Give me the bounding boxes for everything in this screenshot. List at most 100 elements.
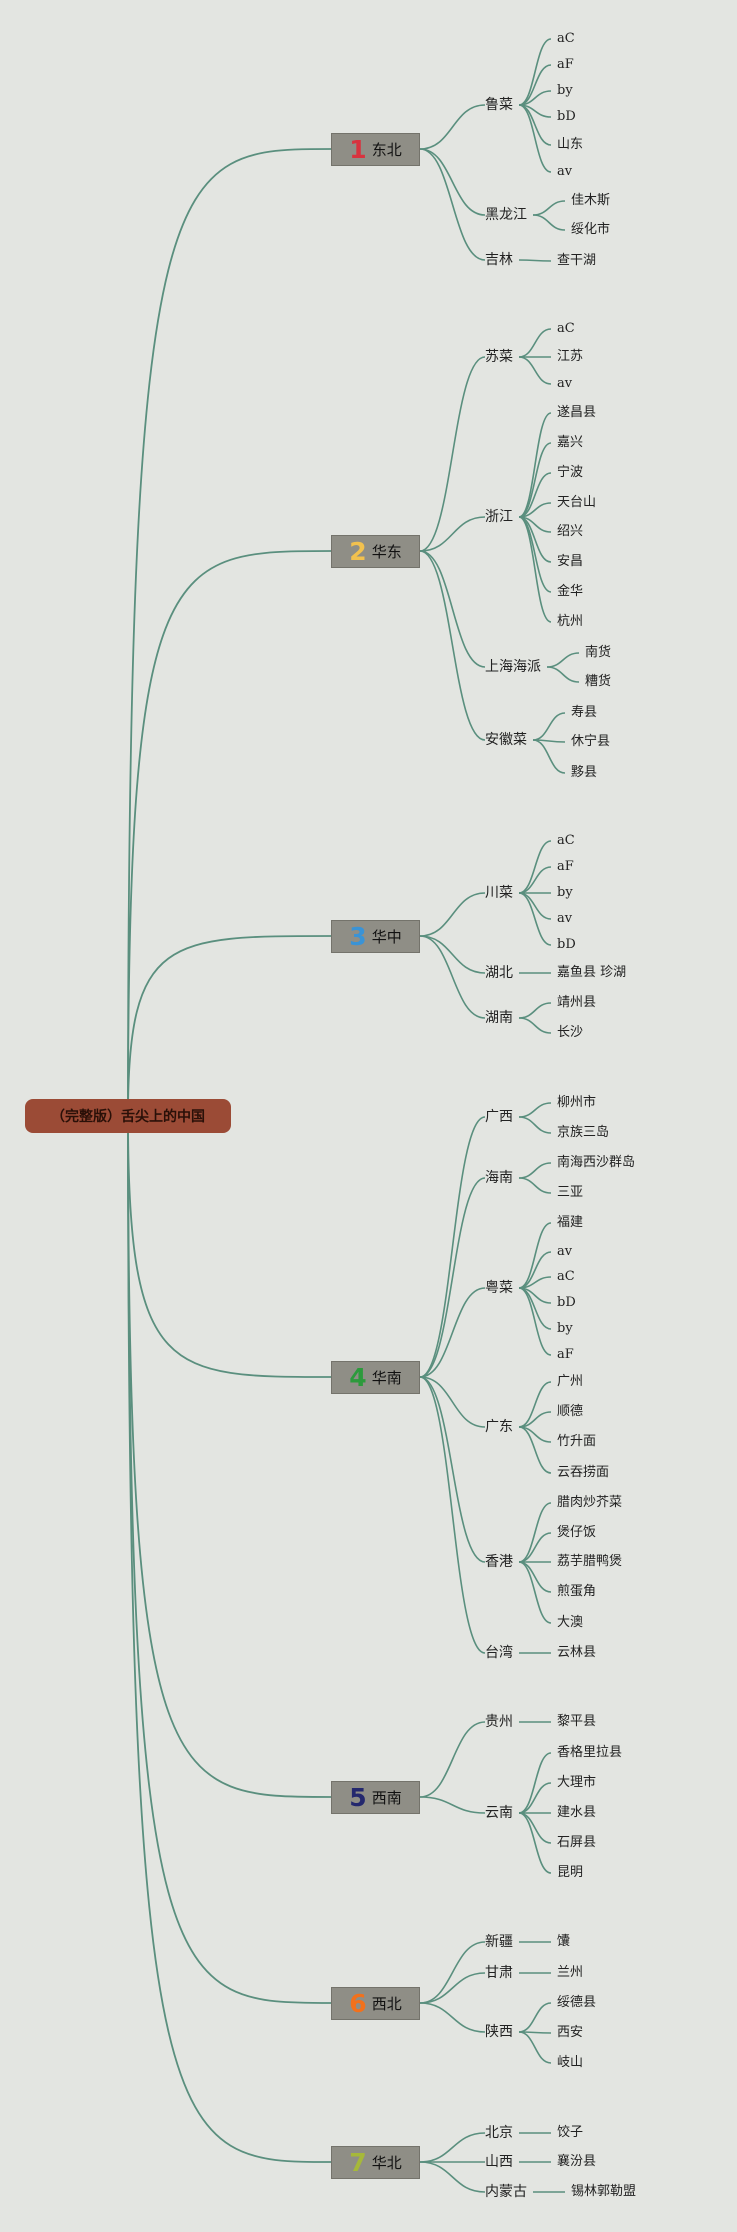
dish-item[interactable]: aF bbox=[557, 859, 574, 874]
dish-item[interactable]: 黎平县 bbox=[557, 1714, 597, 1729]
dish-item[interactable]: 三亚 bbox=[557, 1185, 584, 1200]
dish-item[interactable]: 寿县 bbox=[571, 705, 598, 720]
dish-item[interactable]: 安昌 bbox=[557, 554, 584, 569]
dish-item[interactable]: 黟县 bbox=[571, 765, 598, 780]
province-node[interactable]: 海南 bbox=[485, 1170, 513, 1186]
dish-item[interactable]: 杭州 bbox=[557, 614, 584, 629]
dish-item[interactable]: 煲仔饭 bbox=[557, 1525, 597, 1540]
dish-item[interactable]: 煎蛋角 bbox=[557, 1584, 597, 1599]
dish-item[interactable]: 佳木斯 bbox=[571, 193, 611, 208]
province-node[interactable]: 黑龙江 bbox=[485, 207, 527, 223]
province-node[interactable]: 甘肃 bbox=[485, 1965, 513, 1981]
province-node[interactable]: 上海海派 bbox=[485, 659, 541, 675]
dish-item[interactable]: 石屏县 bbox=[557, 1835, 597, 1850]
province-node[interactable]: 新疆 bbox=[485, 1934, 513, 1950]
province-node[interactable]: 广东 bbox=[485, 1419, 513, 1435]
dish-item[interactable]: by bbox=[557, 1321, 573, 1336]
province-node[interactable]: 粤菜 bbox=[485, 1280, 513, 1296]
dish-item[interactable]: 宁波 bbox=[557, 465, 584, 480]
dish-item[interactable]: aC bbox=[557, 1269, 575, 1284]
dish-item[interactable]: aC bbox=[557, 31, 575, 46]
province-node[interactable]: 湖北 bbox=[485, 965, 513, 981]
dish-item[interactable]: 竹升面 bbox=[557, 1434, 597, 1449]
dish-item[interactable]: 荔芋腊鸭煲 bbox=[557, 1554, 623, 1569]
dish-item[interactable]: aC bbox=[557, 321, 575, 336]
dish-item[interactable]: 大理市 bbox=[557, 1775, 597, 1790]
dish-item[interactable]: by bbox=[557, 83, 573, 98]
dish-item[interactable]: 南海西沙群岛 bbox=[557, 1155, 636, 1170]
dish-item[interactable]: 云吞捞面 bbox=[557, 1465, 610, 1480]
province-node[interactable]: 云南 bbox=[485, 1805, 513, 1821]
dish-item[interactable]: 岐山 bbox=[557, 2055, 584, 2070]
dish-item[interactable]: bD bbox=[557, 937, 576, 952]
dish-item[interactable]: 福建 bbox=[557, 1215, 584, 1230]
province-node[interactable]: 北京 bbox=[485, 2125, 513, 2141]
province-node[interactable]: 台湾 bbox=[485, 1645, 513, 1661]
province-node[interactable]: 香港 bbox=[485, 1554, 513, 1570]
province-node[interactable]: 陕西 bbox=[485, 2024, 513, 2040]
dish-item[interactable]: 柳州市 bbox=[557, 1095, 597, 1110]
dish-item[interactable]: 遂昌县 bbox=[557, 405, 597, 420]
dish-item[interactable]: 建水县 bbox=[557, 1805, 597, 1820]
dish-item[interactable]: 天台山 bbox=[557, 495, 597, 510]
dish-item[interactable]: aC bbox=[557, 833, 575, 848]
dish-item[interactable]: 襄汾县 bbox=[557, 2154, 597, 2169]
dish-item[interactable]: 绍兴 bbox=[557, 524, 584, 539]
dish-item[interactable]: 香格里拉县 bbox=[557, 1745, 623, 1760]
dish-item[interactable]: av bbox=[557, 1244, 573, 1259]
dish-item[interactable]: 金华 bbox=[557, 584, 584, 599]
dish-item[interactable]: aF bbox=[557, 1347, 574, 1362]
dish-item[interactable]: 绥化市 bbox=[571, 222, 611, 237]
dish-item[interactable]: 长沙 bbox=[557, 1025, 584, 1040]
dish-item[interactable]: 糟货 bbox=[585, 674, 612, 689]
dish-item[interactable]: 饺子 bbox=[557, 2125, 584, 2140]
dish-item[interactable]: bD bbox=[557, 1295, 576, 1310]
dish-item[interactable]: av bbox=[557, 376, 573, 391]
dish-item[interactable]: 嘉兴 bbox=[557, 435, 584, 450]
dish-item[interactable]: aF bbox=[557, 57, 574, 72]
province-node[interactable]: 山西 bbox=[485, 2154, 513, 2170]
dish-item[interactable]: 馕 bbox=[557, 1934, 571, 1949]
dish-item[interactable]: av bbox=[557, 911, 573, 926]
dish-item[interactable]: 江苏 bbox=[557, 349, 584, 364]
dish-item[interactable]: 兰州 bbox=[557, 1965, 584, 1980]
province-node[interactable]: 贵州 bbox=[485, 1714, 513, 1730]
province-node[interactable]: 苏菜 bbox=[485, 349, 513, 365]
dish-item[interactable]: 西安 bbox=[557, 2025, 584, 2040]
dish-item[interactable]: 嘉鱼县 珍湖 bbox=[557, 965, 627, 980]
dish-item[interactable]: 广州 bbox=[557, 1374, 584, 1389]
dish-item[interactable]: 京族三岛 bbox=[557, 1125, 610, 1140]
dish-item[interactable]: 靖州县 bbox=[557, 995, 597, 1010]
dish-item[interactable]: 绥德县 bbox=[557, 1995, 597, 2010]
dish-item[interactable]: 南货 bbox=[585, 645, 612, 660]
dish-item[interactable]: 山东 bbox=[557, 137, 584, 152]
dish-item[interactable]: 休宁县 bbox=[571, 734, 611, 749]
province-node[interactable]: 浙江 bbox=[485, 509, 513, 525]
dish-item[interactable]: 查干湖 bbox=[557, 253, 597, 268]
dish-item[interactable]: 大澳 bbox=[557, 1615, 584, 1630]
region-connector bbox=[419, 892, 486, 937]
dish-item[interactable]: bD bbox=[557, 109, 576, 124]
dish-item[interactable]: 云林县 bbox=[557, 1645, 597, 1660]
province-node[interactable]: 鲁菜 bbox=[485, 97, 513, 113]
province-node[interactable]: 内蒙古 bbox=[485, 2184, 527, 2200]
province-node[interactable]: 广西 bbox=[485, 1109, 513, 1125]
root-title[interactable]: （完整版）舌尖上的中国 bbox=[25, 1099, 231, 1133]
dish-item[interactable]: 腊肉炒芥菜 bbox=[557, 1495, 623, 1510]
dish-item[interactable]: 昆明 bbox=[557, 1865, 584, 1880]
province-node[interactable]: 吉林 bbox=[485, 252, 513, 268]
province-node[interactable]: 安徽菜 bbox=[485, 732, 527, 748]
province-node[interactable]: 湖南 bbox=[485, 1010, 513, 1026]
dish-item[interactable]: av bbox=[557, 164, 573, 179]
dish-item[interactable]: by bbox=[557, 885, 573, 900]
dish-item[interactable]: 顺德 bbox=[557, 1404, 584, 1419]
province-node[interactable]: 川菜 bbox=[485, 885, 513, 901]
dish-item[interactable]: 锡林郭勒盟 bbox=[571, 2184, 637, 2199]
